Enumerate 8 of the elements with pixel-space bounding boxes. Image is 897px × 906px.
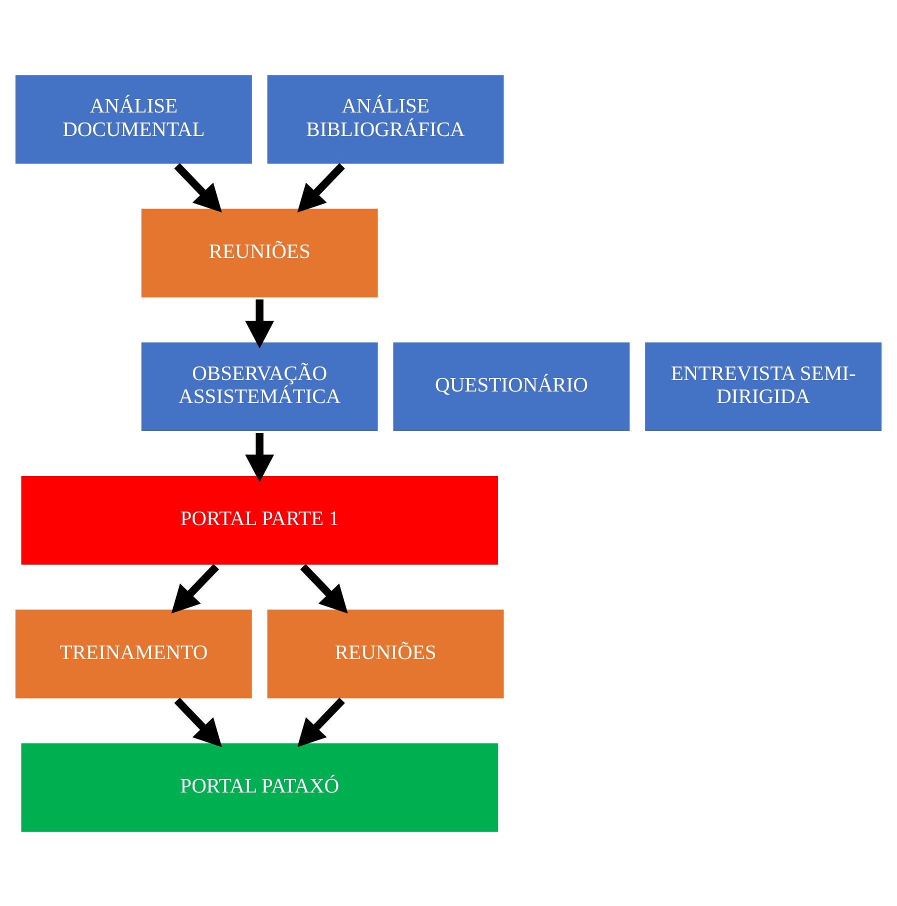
arrow [245, 432, 274, 482]
arrow [297, 697, 345, 747]
arrow [171, 564, 220, 613]
arrow [174, 697, 222, 747]
arrow [300, 564, 348, 613]
arrow [174, 162, 222, 212]
arrow [297, 162, 345, 212]
arrow [245, 298, 274, 348]
